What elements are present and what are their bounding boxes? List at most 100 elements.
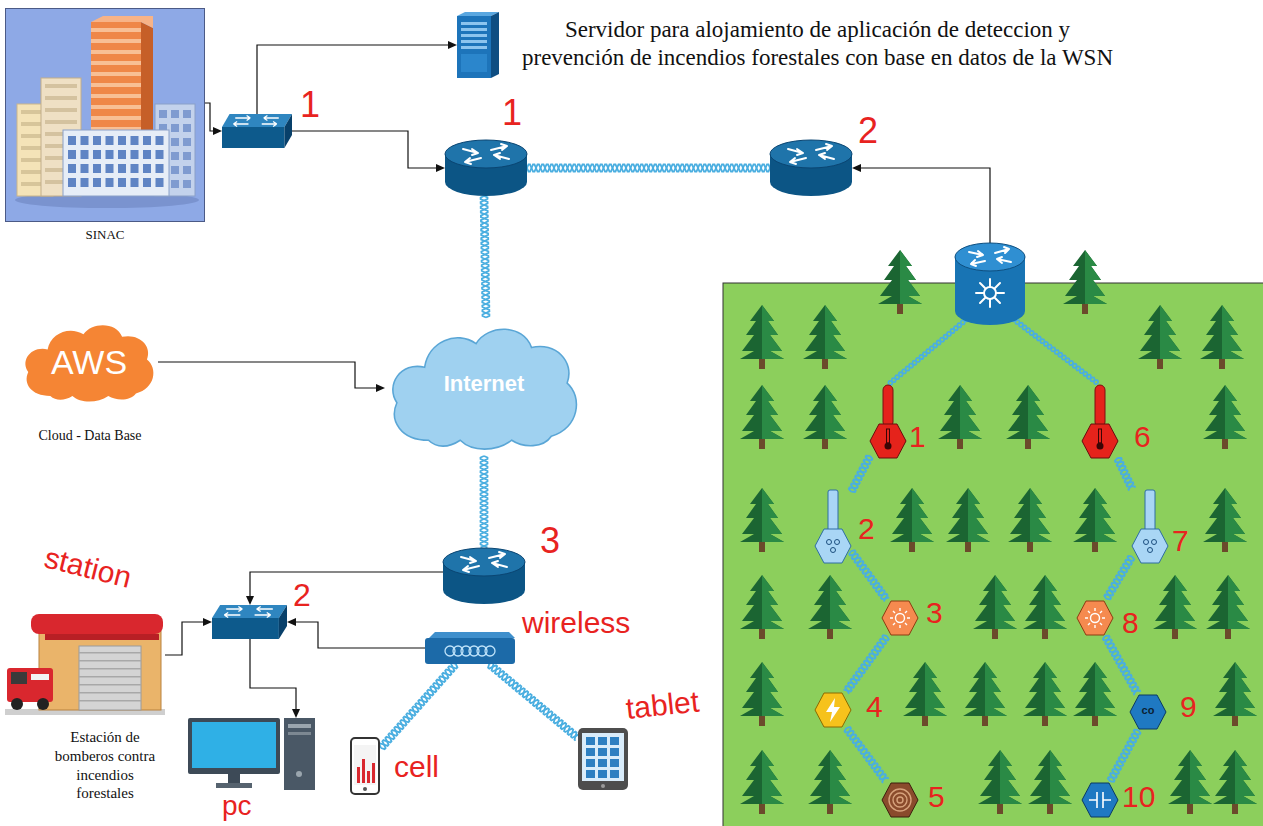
sinac-building-icon-part (63, 130, 169, 196)
cell-phone-icon (350, 737, 380, 795)
sinac-building-icon-part (156, 136, 164, 145)
connector-line (292, 131, 445, 172)
gateway-switch-icon-part-part (971, 260, 985, 266)
ring-sensor-icon (882, 782, 918, 818)
sinac-building-icon-part (93, 178, 101, 187)
callout-label: 1 (909, 420, 926, 455)
sinac-building-icon-part (81, 150, 89, 159)
router-icon-part-part (819, 153, 834, 159)
sinac-building-icon-part (91, 16, 153, 28)
arrow-head (203, 618, 212, 626)
sinac-building-icon-part (41, 78, 81, 196)
server-icon-part (491, 12, 499, 78)
tablet-icon-part (598, 759, 607, 767)
connector-line (246, 572, 443, 605)
router-icon (770, 140, 852, 196)
ring-sensor: 5 (882, 782, 918, 818)
connector-line (250, 639, 300, 718)
humidity-sensor-icon-part (1145, 490, 1155, 532)
wave-strand (846, 727, 888, 779)
tree-group-part (1008, 488, 1052, 552)
sinac-building-icon-part (183, 124, 191, 132)
temperature-sensor-icon-part (1095, 385, 1105, 427)
fire-station-icon-part (31, 674, 49, 680)
wireless-link (488, 662, 580, 740)
sinac-building-icon-part (91, 116, 141, 120)
network-switch-icon-part (212, 618, 279, 639)
callout-label: 2 (293, 577, 311, 614)
callout-label: 2 (858, 512, 875, 547)
tablet-icon-part (610, 770, 619, 778)
tablet-icon-part (586, 737, 595, 745)
light-sensor: 3 (882, 600, 918, 636)
arrow-head (436, 164, 445, 172)
node-label: co (1130, 704, 1166, 717)
tablet-icon-part (610, 748, 619, 756)
energy-sensor-icon-part (815, 693, 851, 727)
wireless-link (887, 316, 1099, 386)
callout-label: 1 (300, 84, 320, 125)
callout-label: 8 (1122, 606, 1139, 641)
energy-sensor: 4 (815, 692, 851, 728)
humidity-sensor-icon-part (815, 529, 851, 563)
tree-group-part (1206, 575, 1250, 639)
node-label: SINAC (5, 228, 205, 243)
connector-line (287, 618, 425, 648)
router-icon-part-part (461, 557, 476, 563)
wave-strand (1104, 556, 1132, 599)
sinac-building-icon-part (171, 124, 179, 132)
connector-path (165, 622, 204, 655)
sinac-building-icon-part (171, 166, 179, 174)
temperature-sensor-icon-part (885, 443, 892, 450)
sinac-building-icon-part (156, 178, 164, 187)
tree-group-part (1023, 575, 1067, 639)
server-icon-part (457, 16, 491, 78)
network-switch-icon-part (212, 605, 287, 618)
ring-sensor-icon-part (897, 797, 903, 803)
sinac-building-icon-part (183, 138, 191, 146)
desktop-pc-icon-part (228, 774, 240, 783)
humidity-sensor-icon-part (835, 540, 840, 545)
sinac-building-icon-part (156, 164, 164, 173)
router-icon (443, 548, 525, 604)
tree-group-part (973, 575, 1017, 639)
light-sensor-icon (1077, 600, 1113, 636)
fire-station-icon-part (11, 698, 23, 710)
connector-path (158, 362, 377, 388)
humidity-sensor-icon-part (1148, 548, 1153, 553)
fire-station-icon-part (79, 646, 141, 710)
tree-group-part (808, 750, 852, 814)
sinac-building-icon-part (131, 150, 139, 159)
temperature-sensor-icon (870, 385, 906, 458)
wireless-access-point: wireless (425, 632, 515, 664)
sinac-building-icon-part (91, 28, 141, 32)
temperature-sensor-icon-part (1082, 424, 1118, 458)
tree-group-part (890, 488, 934, 552)
tree-group-part (1168, 750, 1212, 814)
wave-strand (481, 456, 488, 548)
router-icon-part (770, 140, 852, 168)
tree-group-part (1213, 662, 1257, 726)
tree-group-part (1213, 750, 1257, 814)
tree-group-part (1153, 575, 1197, 639)
router: 2 (770, 140, 852, 196)
temperature-sensor-icon (1082, 385, 1118, 458)
sinac-building-icon-part (171, 152, 179, 160)
sinac-building-icon-part (183, 166, 191, 174)
wave-strand (527, 165, 770, 172)
sinac-building-icon-part (171, 138, 179, 146)
gateway-switch-icon-part-part (969, 251, 983, 257)
sinac-building-icon-part (91, 50, 141, 54)
connector-line (165, 618, 212, 655)
connector-line (205, 103, 222, 135)
humidity-sensor-icon-part (828, 490, 838, 532)
callout-label: 3 (926, 596, 943, 631)
light-sensor-icon-part (882, 601, 918, 635)
wireless-access-point-icon-part (429, 632, 515, 638)
light-sensor-icon-part (1091, 614, 1100, 623)
wave-strand (851, 550, 888, 601)
forest-area (723, 283, 1263, 826)
router-icon-part-part (788, 149, 803, 155)
callout-label: 3 (540, 520, 560, 561)
arrow-head (448, 41, 457, 49)
